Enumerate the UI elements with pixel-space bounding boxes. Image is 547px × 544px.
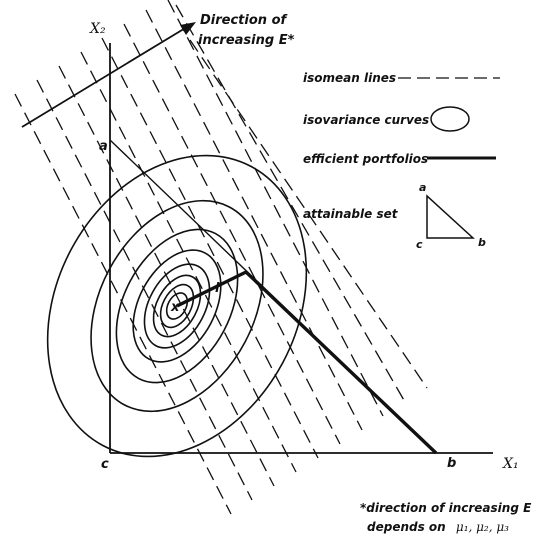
isomean-line [123, 23, 341, 445]
legend-efficient-label: efficient portfolios [303, 152, 428, 166]
x-axis-label: X₁ [502, 456, 519, 472]
legend-triangle-b-label: b [478, 236, 486, 249]
legend-attainable-label: attainable set [303, 207, 399, 221]
isomean-line [189, 39, 428, 389]
isomean-lines [14, 0, 428, 515]
isomean-line [145, 9, 363, 431]
footnote-prefix: depends on [367, 520, 446, 534]
arrow-head-icon [180, 22, 196, 35]
isovariance-ellipse [46, 154, 308, 458]
point-b-label: b [447, 456, 456, 471]
efficient-portfolios-line [176, 269, 438, 455]
direction-label-line2: increasing E* [198, 33, 295, 48]
isomean-line [167, 0, 384, 417]
isomean-line [58, 65, 275, 487]
legend-attainable-triangle [426, 194, 475, 239]
isovariance-ellipse [165, 292, 189, 320]
isomean-line [36, 79, 253, 501]
legend: isomean lines isovariance curves efficie… [303, 71, 500, 251]
footnote-line2: depends on μ₁, μ₂, μ₃ [367, 520, 509, 534]
footnote-vars: μ₁, μ₂, μ₃ [456, 520, 509, 534]
isovariance-ellipse [159, 283, 195, 329]
isovariance-ellipse [132, 249, 222, 363]
point-x-label: x [170, 300, 180, 315]
isomean-line [175, 4, 406, 403]
legend-isovariance-label: isovariance curves [303, 113, 429, 127]
direction-arrow [21, 22, 196, 128]
legend-triangle-c-label: c [416, 238, 423, 251]
y-axis-label: X₂ [89, 21, 106, 37]
direction-label-line1: Direction of [200, 13, 288, 28]
isovariance-ellipse [143, 263, 211, 349]
isovariance-ellipse [90, 199, 264, 413]
point-l-label: l [215, 281, 220, 296]
isomean-line [101, 37, 319, 459]
legend-isomean-label: isomean lines [303, 71, 396, 85]
legend-isovariance-sample [430, 106, 470, 132]
isovariance-ellipse [115, 228, 239, 384]
legend-triangle-a-label: a [419, 181, 426, 194]
isomean-line [14, 93, 232, 515]
point-c-label: c [101, 457, 109, 472]
isovariance-ellipse [152, 274, 202, 338]
footnote-line1: *direction of increasing E [360, 501, 532, 515]
point-a-label: a [99, 139, 108, 154]
isovariance-curves [46, 154, 308, 458]
isomean-line [80, 51, 297, 473]
